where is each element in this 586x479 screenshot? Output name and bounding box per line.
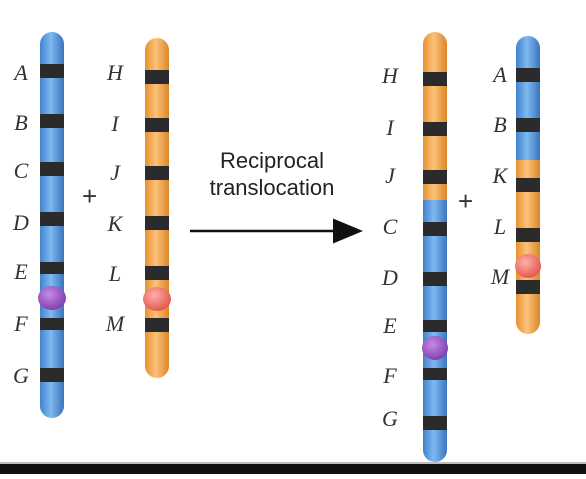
- gene-label-m: M: [490, 264, 511, 289]
- gene-label-l: L: [493, 214, 506, 239]
- band-d: [40, 212, 64, 226]
- gene-label-a: A: [12, 60, 28, 85]
- centromere-short-translocated: [515, 254, 541, 278]
- gene-label-j: J: [385, 163, 396, 188]
- band-k: [145, 216, 169, 230]
- gene-label-j: J: [110, 160, 121, 185]
- gene-label-l: L: [108, 261, 121, 286]
- centromere-blue-original: [38, 286, 66, 310]
- arrow-label-line1: Reciprocal: [220, 148, 324, 173]
- gene-label-g: G: [13, 363, 29, 388]
- band-f: [40, 318, 64, 330]
- band-g: [40, 368, 64, 382]
- band-b: [40, 114, 64, 128]
- gene-label-d: D: [12, 210, 29, 235]
- gene-label-k: K: [492, 163, 509, 188]
- chromosome-long-translocated: [422, 32, 448, 462]
- centromere-long-translocated: [422, 336, 448, 360]
- chromosome-blue-original: [38, 32, 66, 418]
- gene-label-i: I: [385, 115, 395, 140]
- centromere-orange-original: [143, 287, 171, 311]
- bottom-black-bar: [0, 464, 586, 474]
- band-i: [145, 118, 169, 132]
- gene-label-k: K: [107, 211, 124, 236]
- gene-label-m: M: [105, 311, 126, 336]
- plus-sign-left: +: [82, 181, 97, 211]
- plus-sign-right: +: [458, 186, 473, 216]
- labels-short-translocated: AB K LM: [490, 62, 511, 289]
- gene-label-b: B: [14, 110, 27, 135]
- gene-label-f: F: [382, 363, 397, 388]
- gene-label-h: H: [106, 60, 124, 85]
- labels-orange-original: H IJ KLM: [105, 60, 126, 336]
- band-j: [145, 166, 169, 180]
- arrow-label-line2: translocation: [210, 175, 335, 200]
- band-h: [145, 70, 169, 84]
- chromosome-short-translocated: [515, 36, 541, 334]
- chromosome-orange-original: [143, 38, 171, 378]
- gene-label-e: E: [13, 259, 28, 284]
- gene-label-c: C: [383, 214, 398, 239]
- band-a: [40, 64, 64, 78]
- gene-label-f: F: [13, 311, 28, 336]
- labels-blue-original: ABC DE F G: [12, 60, 29, 388]
- gene-label-c: C: [14, 158, 29, 183]
- gene-label-b: B: [493, 112, 506, 137]
- band-l: [145, 266, 169, 280]
- gene-label-d: D: [381, 265, 398, 290]
- gene-label-i: I: [110, 111, 120, 136]
- bottom-gray-divider: [0, 462, 586, 464]
- band-m: [145, 318, 169, 332]
- band-c: [40, 162, 64, 176]
- band-e: [40, 262, 64, 274]
- gene-label-e: E: [382, 313, 397, 338]
- gene-label-a: A: [491, 62, 507, 87]
- gene-label-h: H: [381, 63, 399, 88]
- gene-label-g: G: [382, 406, 398, 431]
